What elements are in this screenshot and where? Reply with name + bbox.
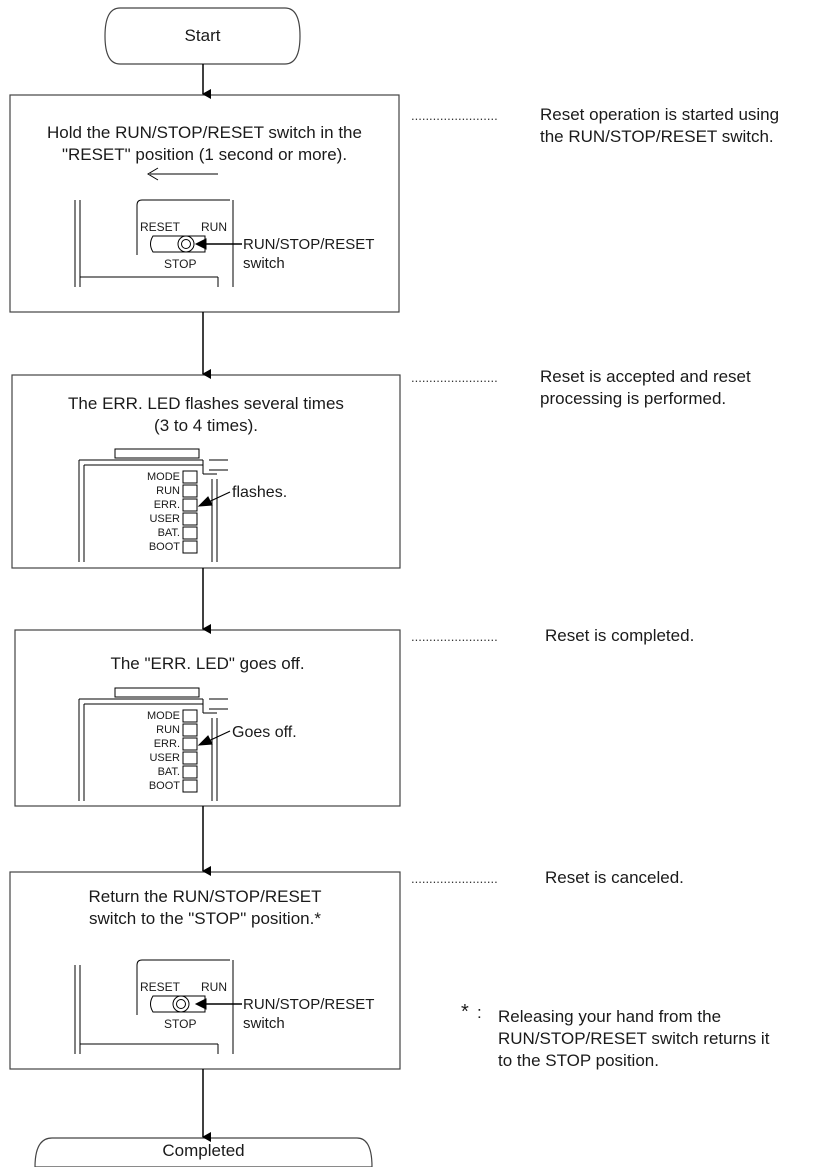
step-2-line-1: The ERR. LED flashes several times: [68, 394, 344, 413]
step-1-line-1: Hold the RUN/STOP/RESET switch in the: [47, 123, 362, 142]
note-2-line-1: Reset is accepted and reset: [540, 367, 751, 386]
note-4-line-1: Reset is canceled.: [545, 868, 684, 887]
step-3-text: The "ERR. LED" goes off.: [15, 653, 400, 675]
note-2-leader: ........................: [411, 370, 498, 385]
led-label-err: ERR.: [153, 499, 180, 511]
end-label: Completed: [162, 1141, 245, 1160]
note-4-leader: ........................: [411, 871, 498, 886]
note-4: Reset is canceled.: [545, 867, 684, 889]
step-2-text: The ERR. LED flashes several times (3 to…: [12, 393, 400, 437]
note-3: Reset is completed.: [545, 625, 694, 647]
switch-4-run-label: RUN: [201, 980, 227, 994]
note-1-leader: ........................: [411, 108, 498, 123]
step-1-line-2: "RESET" position (1 second or more).: [61, 145, 348, 165]
start-terminator: [104, 7, 301, 65]
end-terminator: [34, 1137, 373, 1167]
footnote-line-3: to the STOP position.: [498, 1051, 659, 1071]
led-label-err: ERR.: [153, 738, 180, 750]
step-4-text: Return the RUN/STOP/RESET switch to the …: [10, 886, 400, 930]
footnote-colon: :: [477, 1003, 482, 1022]
led-label-mode: MODE: [147, 471, 180, 483]
note-2-line-2: processing is performed.: [540, 389, 727, 409]
switch-1-callout-line-2: switch: [243, 255, 285, 272]
note-3-line-1: Reset is completed.: [545, 626, 695, 645]
footnote-line-2: RUN/STOP/RESET switch returns it: [498, 1029, 770, 1049]
footnote-line-1: Releasing your hand from the: [498, 1007, 722, 1026]
led-label-run: RUN: [156, 724, 180, 736]
led-label-bat: BAT.: [157, 527, 180, 539]
led-label-user: USER: [149, 513, 180, 525]
switch-illustration-1: [74, 167, 242, 287]
switch-4-stop-label: STOP: [164, 1017, 197, 1031]
switch-1-run-label: RUN: [201, 220, 227, 234]
step-4-line-2: switch to the "STOP" position.*: [89, 909, 321, 929]
footnote-text: Releasing your hand from the RUN/STOP/RE…: [498, 1006, 769, 1072]
led-label-user: USER: [149, 752, 180, 764]
note-1: Reset operation is started using the RUN…: [540, 104, 779, 148]
note-1-line-1: Reset operation is started using: [540, 105, 780, 124]
led-label-boot: BOOT: [148, 780, 180, 792]
led-label-boot: BOOT: [148, 541, 180, 553]
step-3-line-1: The "ERR. LED" goes off.: [110, 654, 305, 673]
switch-4-callout-line-1: RUN/STOP/RESET: [243, 996, 375, 1013]
switch-4-callout-line-2: switch: [243, 1015, 285, 1032]
led-label-mode: MODE: [147, 710, 180, 722]
step-2-callout: flashes.: [232, 484, 288, 501]
led-label-run: RUN: [156, 485, 180, 497]
led-illustration-2: [78, 448, 231, 562]
switch-4-reset-label: RESET: [140, 980, 181, 994]
step-3-callout: Goes off.: [232, 724, 297, 741]
start-label: Start: [184, 26, 221, 45]
switch-1-reset-label: RESET: [140, 220, 181, 234]
note-3-leader: ........................: [411, 629, 498, 644]
step-1-text: Hold the RUN/STOP/RESET switch in the "R…: [10, 122, 399, 166]
note-2: Reset is accepted and reset processing i…: [540, 366, 751, 410]
led-illustration-3: [78, 687, 231, 801]
step-4-line-1: Return the RUN/STOP/RESET: [88, 887, 322, 906]
switch-1-stop-label: STOP: [164, 257, 197, 271]
switch-1-callout-line-1: RUN/STOP/RESET: [243, 236, 375, 253]
step-2-line-2: (3 to 4 times).: [154, 416, 258, 436]
switch-illustration-4: [74, 959, 242, 1054]
note-1-line-2: the RUN/STOP/RESET switch.: [540, 127, 774, 147]
footnote-mark: *: [461, 1001, 469, 1023]
led-label-bat: BAT.: [157, 766, 180, 778]
step-box-2: [11, 374, 401, 569]
